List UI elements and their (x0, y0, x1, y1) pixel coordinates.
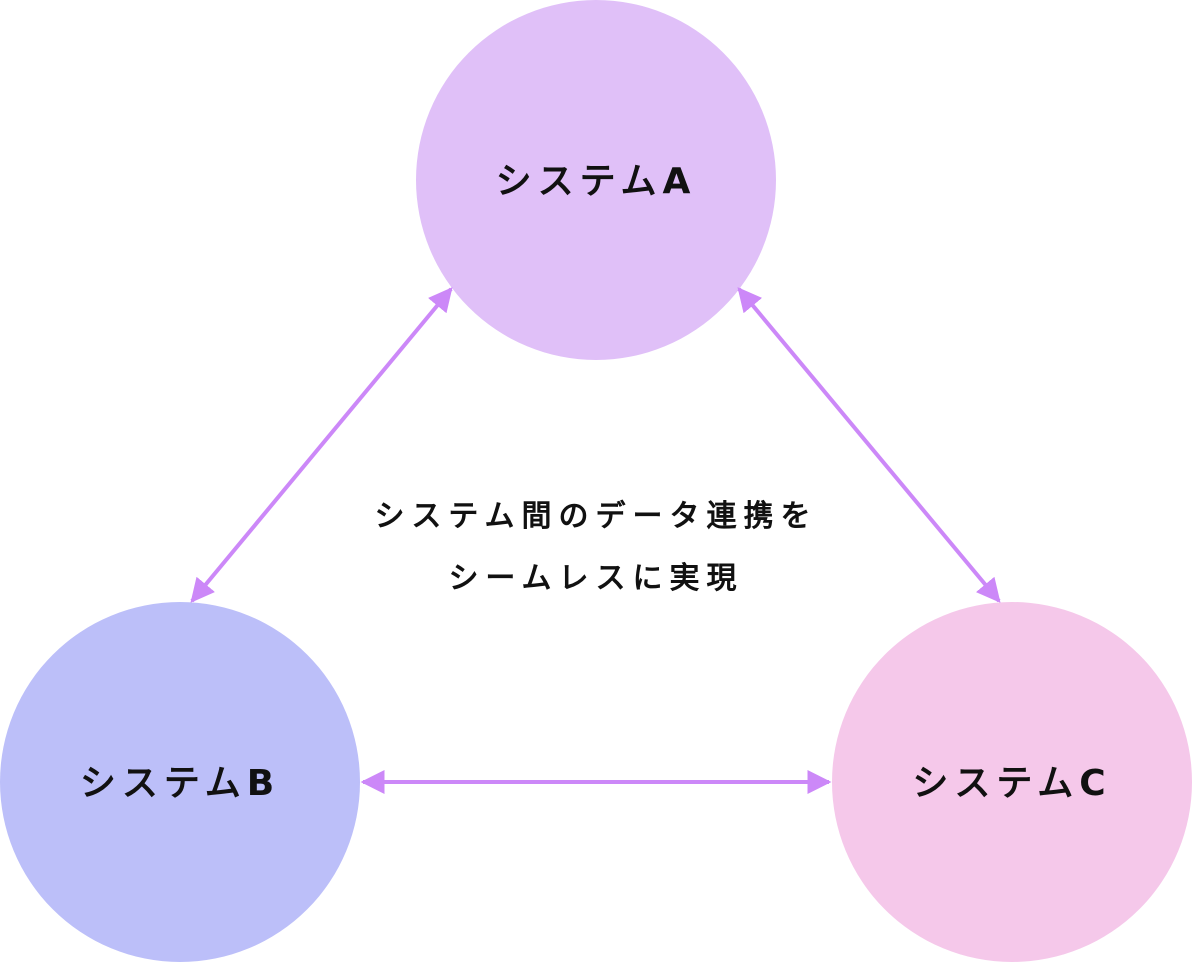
node-system-a (416, 0, 776, 360)
center-text-line1: システム間のデータ連携を (374, 499, 817, 534)
edge-a-b-arrow (190, 287, 453, 603)
node-label-c: システムC (912, 763, 1111, 804)
node-system-b (0, 602, 360, 962)
node-label-a: システムA (496, 161, 697, 202)
node-label-b: システムB (80, 763, 280, 804)
center-text-line2: シームレスに実現 (448, 561, 743, 596)
node-system-c (832, 602, 1192, 962)
edge-a-c-arrow (737, 287, 1001, 603)
